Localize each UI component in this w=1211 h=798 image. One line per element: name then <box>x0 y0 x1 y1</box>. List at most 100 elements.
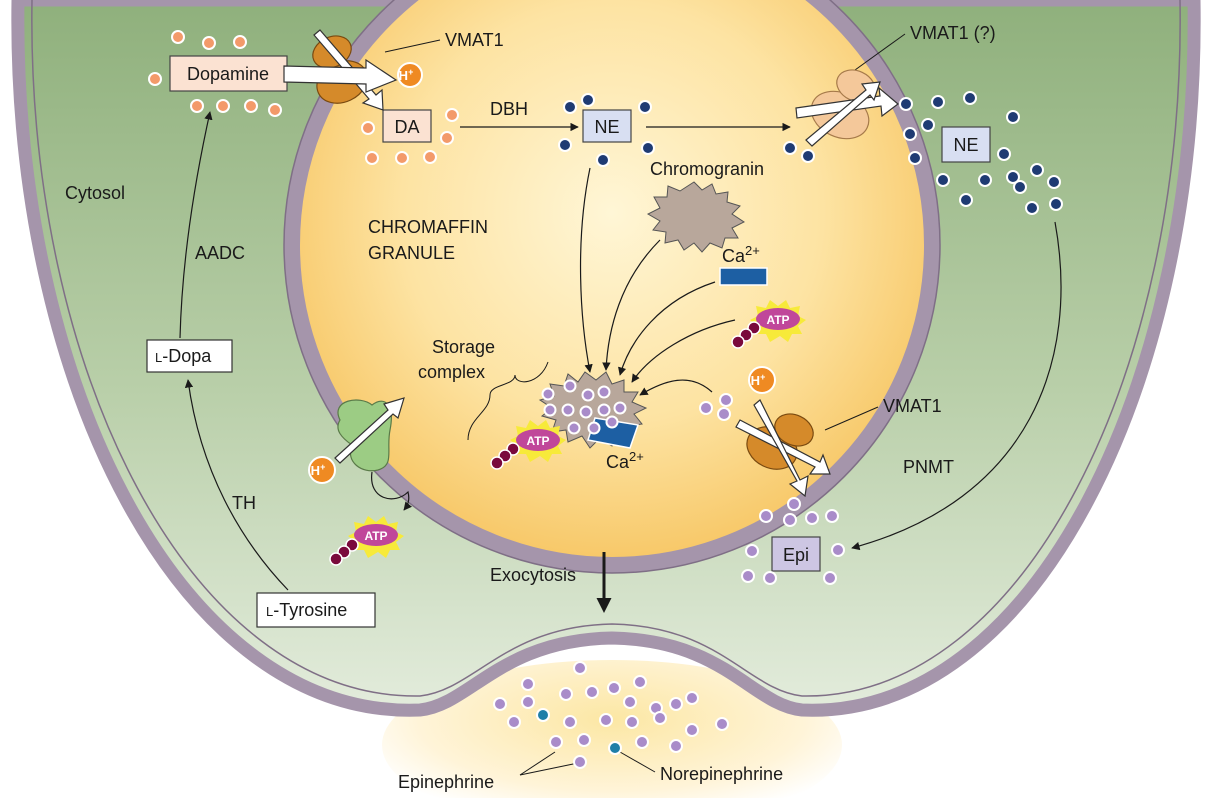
norepinephrine-leader <box>619 751 656 773</box>
proton-pump-arrow <box>334 397 405 464</box>
released-epinephrine <box>559 687 573 701</box>
atp-burst-storage-icon: ATP <box>490 420 566 470</box>
released-norepinephrine <box>608 741 622 755</box>
dbh-label: DBH <box>490 99 528 119</box>
chromogranin-to-storage-arrow <box>602 239 661 371</box>
epinephrine-molecule <box>699 401 713 415</box>
released-epinephrine <box>685 691 699 705</box>
released-epinephrine <box>577 733 591 747</box>
proton-icon: H+ <box>397 62 423 88</box>
vmat1-right-transporter-icon <box>735 399 831 498</box>
chromogranin-label: Chromogranin <box>650 159 764 179</box>
released-epinephrine <box>493 697 507 711</box>
atp-burst-cytosol-icon: ATP <box>329 516 404 566</box>
epinephrine-label: Epinephrine <box>398 772 494 792</box>
norepinephrine-molecule <box>581 93 595 107</box>
l-tyrosine-box <box>256 592 376 628</box>
released-epinephrine <box>549 735 563 749</box>
aadc-arrow <box>179 111 213 339</box>
epinephrine-molecule <box>717 407 731 421</box>
dopamine-molecule <box>148 72 162 86</box>
norepinephrine-label: Norepinephrine <box>660 764 783 784</box>
vmat1-transporter-icon <box>283 29 398 111</box>
epinephrine-molecule <box>567 421 581 435</box>
pnmt-label: PNMT <box>903 457 954 477</box>
norepinephrine-molecule <box>997 147 1011 161</box>
released-epinephrine <box>521 677 535 691</box>
epinephrine-molecule <box>579 405 593 419</box>
norepinephrine-molecule <box>908 151 922 165</box>
epinephrine-molecule <box>605 415 619 429</box>
norepinephrine-molecule <box>936 173 950 187</box>
dopamine-molecule <box>216 99 230 113</box>
norepinephrine-molecule <box>801 149 815 163</box>
epinephrine-molecule <box>587 421 601 435</box>
epinephrine-molecule <box>783 513 797 527</box>
ne-inside-label: NE <box>594 117 619 137</box>
ne-outside-box <box>941 126 991 163</box>
norepinephrine-molecule <box>1030 163 1044 177</box>
vmat1-top-label: VMAT1 <box>445 30 504 50</box>
epinephrine-molecule <box>543 403 557 417</box>
dopamine-label: Dopamine <box>187 64 269 84</box>
norepinephrine-molecule <box>1047 175 1061 189</box>
dopamine-molecule <box>202 36 216 50</box>
atp-hydrolysis-arrow <box>371 471 413 511</box>
epinephrine-molecule <box>823 571 837 585</box>
epinephrine-leader-1 <box>519 751 556 776</box>
epinephrine-molecule <box>613 401 627 415</box>
norepinephrine-molecule <box>558 138 572 152</box>
vmat1-q-leader <box>854 33 906 71</box>
vmat1-q-label: VMAT1 (?) <box>910 23 996 43</box>
proton-icon: H+ <box>308 456 336 484</box>
norepinephrine-molecule <box>1049 197 1063 211</box>
norepinephrine-molecule <box>903 127 917 141</box>
molecule-dots <box>148 30 1063 769</box>
released-epinephrine <box>685 723 699 737</box>
released-epinephrine <box>599 713 613 727</box>
ne-outside-label: NE <box>953 135 978 155</box>
norepinephrine-molecule <box>783 141 797 155</box>
epinephrine-molecule <box>831 543 845 557</box>
epi-label: Epi <box>783 545 809 565</box>
proton-icon: H+ <box>748 366 776 394</box>
dopamine-molecule <box>440 131 454 145</box>
calcium-bar-icon <box>719 267 768 286</box>
dopamine-molecule <box>171 30 185 44</box>
released-epinephrine <box>507 715 521 729</box>
released-epinephrine <box>669 697 683 711</box>
released-epinephrine <box>573 661 587 675</box>
svg-text:ATP: ATP <box>526 434 549 448</box>
released-epinephrine <box>607 681 621 695</box>
vmat1-top-leader <box>384 39 441 53</box>
dopamine-molecule <box>244 99 258 113</box>
epinephrine-molecule <box>763 571 777 585</box>
epinephrine-molecule <box>563 379 577 393</box>
storage-label-line1: Storage <box>432 337 495 357</box>
norepinephrine-molecule <box>596 153 610 167</box>
vmat1-q-transporter-icon <box>795 69 899 147</box>
da-label: DA <box>394 117 419 137</box>
norepinephrine-molecule <box>963 91 977 105</box>
dopamine-molecule <box>423 150 437 164</box>
epinephrine-molecule <box>805 511 819 525</box>
l-dopa-label: L-Dopa <box>155 346 212 366</box>
da-box <box>382 109 432 143</box>
released-epinephrine <box>585 685 599 699</box>
vmat1-right-label: VMAT1 <box>883 396 942 416</box>
released-epinephrine <box>563 715 577 729</box>
epi-to-storage-arrow <box>639 379 713 396</box>
released-epinephrine <box>635 735 649 749</box>
epinephrine-molecule <box>581 388 595 402</box>
epinephrine-molecule <box>541 387 555 401</box>
norepinephrine-molecule <box>921 118 935 132</box>
storage-bracket <box>467 361 549 441</box>
epi-box <box>771 536 821 572</box>
th-arrow <box>184 379 289 591</box>
svg-text:H+: H+ <box>311 462 326 478</box>
released-epinephrine <box>715 717 729 731</box>
granule-membrane-edge <box>283 0 941 574</box>
epinephrine-leader-2 <box>519 762 579 776</box>
epinephrine-molecule <box>597 403 611 417</box>
